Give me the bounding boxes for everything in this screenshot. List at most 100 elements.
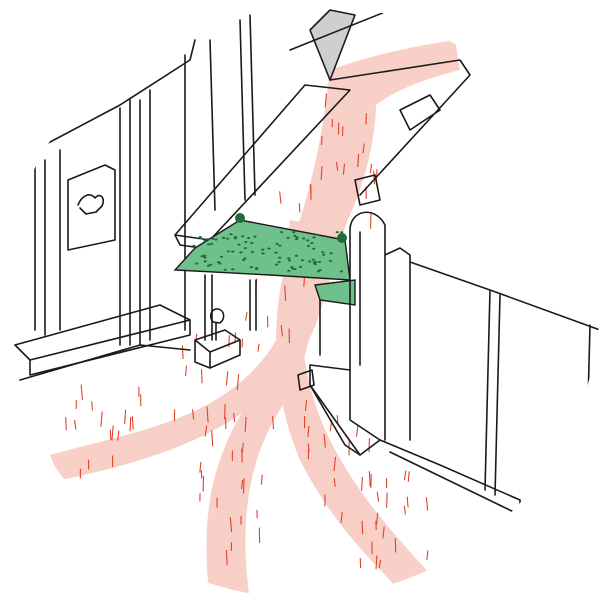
upper-building-edge [240, 15, 255, 200]
canopy-leaf-dot [312, 236, 315, 238]
airflow-dash [226, 371, 227, 385]
canopy-leaf-dot [209, 264, 212, 266]
canopy-leaf-dot [275, 264, 278, 266]
canopy-leaf-dot [261, 252, 264, 254]
airflow-dash [130, 417, 131, 431]
airflow-dash [273, 416, 274, 429]
canopy-finial-right [337, 233, 347, 243]
bench-block [195, 330, 240, 368]
canopy-leaf-dot [319, 269, 322, 271]
airflow-dash [258, 344, 259, 352]
canopy-leaf-dot [308, 260, 311, 262]
airflow-dash [426, 497, 427, 510]
airflow-dash [404, 471, 405, 480]
canopy-leaf-dot [293, 235, 296, 237]
canopy-leaf-dot [293, 268, 296, 270]
airflow-dash [244, 478, 245, 494]
canopy-leaf-dot [203, 239, 206, 241]
arched-pillar [350, 212, 385, 440]
shop-sign [68, 165, 115, 250]
airflow-dash [246, 312, 247, 321]
canopy-leaf-dot [220, 256, 223, 258]
canopy-leaf-dot [329, 260, 332, 262]
canopy-leaf-dot [287, 270, 290, 272]
airflow-dash [200, 462, 201, 473]
right-building [310, 212, 600, 520]
canopy-leaf-dot [239, 251, 242, 253]
canopy-leaf-dot [199, 236, 202, 238]
airflow-dash [226, 550, 227, 565]
airflow-dash [66, 417, 67, 430]
right-wall [410, 262, 600, 330]
canopy-leaf-dot [217, 261, 220, 263]
canopy-leaf-dot [312, 259, 315, 261]
airflow-dash [376, 555, 377, 569]
canopy-leaf-dot [278, 245, 281, 247]
canopy-leaf-dot [286, 237, 289, 239]
canopy-leaf-dot [226, 238, 229, 240]
airflow-dash [202, 369, 203, 383]
canopy-leaf-dot [329, 252, 332, 254]
street-curb [20, 345, 190, 380]
canopy-leaf-dot [302, 237, 305, 239]
canopy-finial-left [235, 213, 245, 223]
airflow-dash [308, 443, 309, 452]
canopy-leaf-dot [278, 257, 281, 259]
airflow-dash [369, 471, 370, 486]
canopy-leaf-dot [231, 251, 234, 253]
airflow-dash [374, 171, 375, 185]
shop-sign-glyph [78, 195, 103, 214]
canopy-leaf-dot [274, 252, 277, 254]
airflow-dash [125, 410, 126, 424]
canopy-leaf-dot [211, 238, 214, 240]
right-wall-panel [585, 325, 590, 520]
airflow-dash [370, 164, 371, 173]
canopy-leaf-dot [250, 266, 253, 268]
airflow-dash [387, 492, 388, 507]
canopy-leaf-dot [243, 257, 246, 259]
canopy-leaf-dot [222, 237, 225, 239]
canopy-leaf-dot [204, 260, 207, 262]
canopy-leaf-dot [336, 231, 339, 233]
pillar-top [385, 248, 410, 440]
canopy-leaf-dot [280, 231, 283, 233]
canopy-leaf-dot [322, 254, 325, 256]
airflow-dash [182, 345, 183, 359]
canopy-leaf-dot [301, 259, 304, 261]
canopy-leaf-dot [340, 231, 343, 233]
canopy-leaf-dot [244, 247, 247, 249]
airflow-dash [81, 385, 82, 401]
airflow-dash [357, 425, 358, 437]
canopy-leaf-dot [203, 256, 206, 258]
canopy-leaf-dot [250, 242, 253, 244]
canopy-leaf-dot [316, 234, 319, 236]
canopy-leaf-dot [307, 245, 310, 247]
canopy-leaf-dot [306, 239, 309, 241]
right-wall-base [380, 440, 520, 515]
canopy-leaf-dot [251, 251, 254, 253]
canopy-leaf-dot [234, 237, 237, 239]
airflow-dash [132, 416, 133, 429]
right-wall-panel [485, 290, 500, 495]
airflow-dash [112, 426, 113, 441]
canopy-leaf-dot [287, 257, 290, 259]
canopy-leaf-dot [229, 233, 232, 235]
canopy-leaf-dot [231, 268, 234, 270]
canopy-leaf-dot [299, 266, 302, 268]
canopy-leaf-dot [241, 235, 244, 237]
canopy-leaf-dot [244, 241, 247, 243]
canopy-leaf-dot [295, 255, 298, 257]
canopy-leaf-dot [253, 236, 256, 238]
canopy-leaf-dot [214, 238, 217, 240]
canopy-leaf-dot [192, 245, 195, 247]
airflow-dash [362, 477, 363, 491]
canopy-leaf-dot [295, 238, 298, 240]
canopy-leaf-dot [242, 259, 245, 261]
canopy-leaf-dot [313, 262, 316, 264]
canopy-leaf-dot [255, 268, 258, 270]
canopy-leaf-dot [290, 266, 293, 268]
canopy-leaf-dot [278, 261, 281, 263]
canopy-leaf-dot [340, 270, 343, 272]
canopy-leaf-dot [210, 243, 213, 245]
